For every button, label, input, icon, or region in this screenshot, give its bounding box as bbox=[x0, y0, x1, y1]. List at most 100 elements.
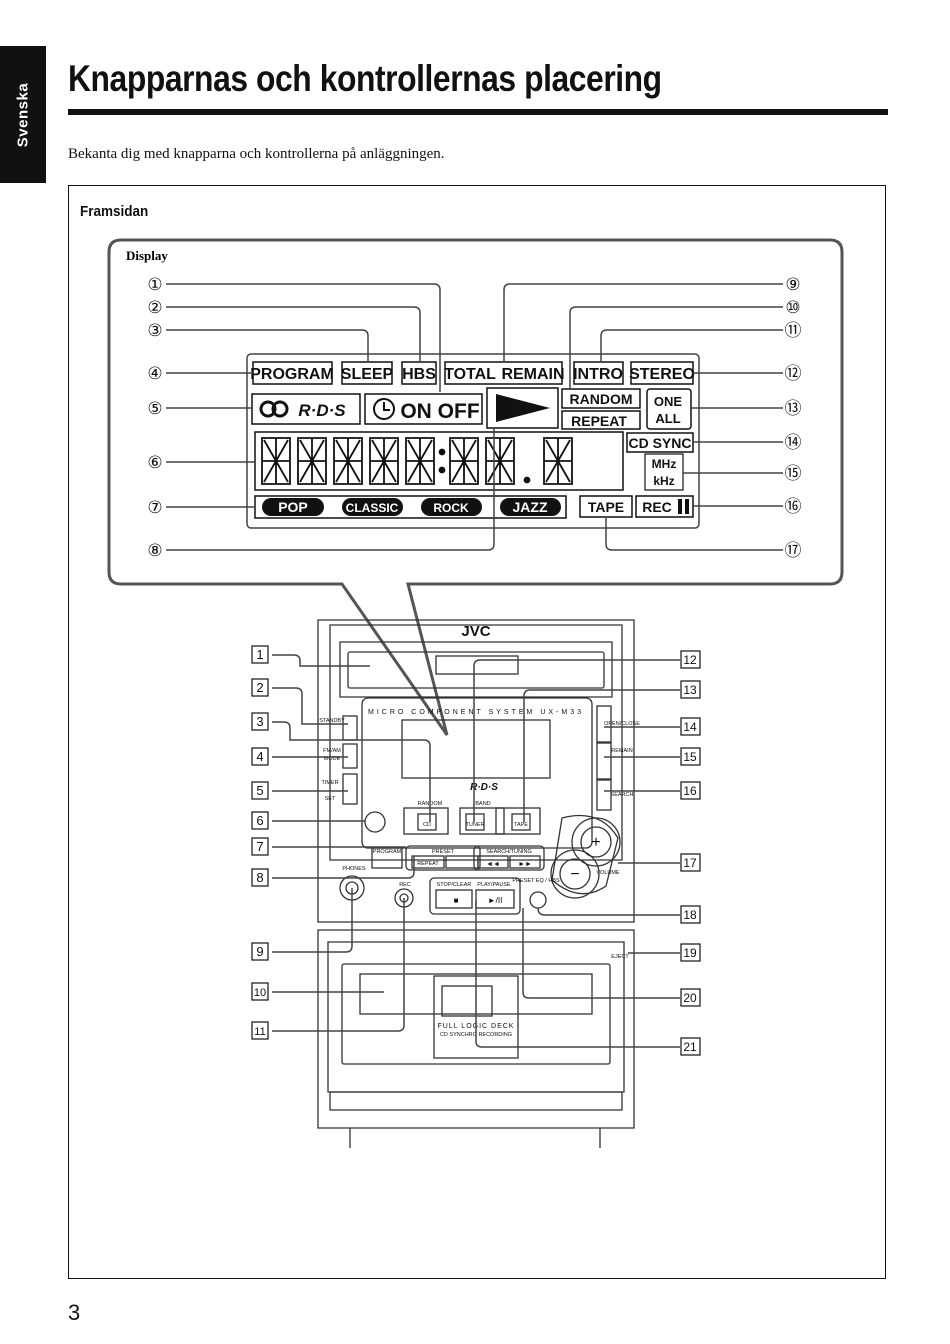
label-eject: EJECT bbox=[611, 954, 629, 960]
indicator-khz: kHz bbox=[653, 474, 674, 488]
callout-u12: 12 bbox=[683, 653, 697, 667]
display-row-bottom: POP CLASSIC ROCK JAZZ TAPE REC bbox=[254, 495, 694, 519]
label-open-close: OPEN/CLOSE bbox=[604, 721, 640, 727]
unit-callout-numbers: 1 2 3 4 5 6 7 8 9 10 11 12 13 14 15 16 1… bbox=[254, 647, 697, 1054]
indicator-all: ALL bbox=[655, 411, 680, 426]
page-title: Knapparnas och kontrollernas placering bbox=[68, 58, 662, 99]
label-remain: REMAIN bbox=[611, 748, 632, 754]
callout-u1: 1 bbox=[256, 647, 263, 662]
label-stop-clear: STOP/CLEAR bbox=[437, 882, 472, 888]
display-row-top: PROGRAM SLEEP HBS TOTAL REMAIN INTRO STE… bbox=[250, 361, 695, 385]
callout-u5: 5 bbox=[256, 783, 263, 798]
callout-d9: ⑨ bbox=[785, 275, 800, 294]
callout-d12: ⑫ bbox=[785, 364, 802, 383]
rds-logo-icon bbox=[259, 400, 289, 418]
prev-icon: ◄◄ bbox=[486, 861, 500, 868]
label-repeat: REPEAT bbox=[417, 861, 439, 867]
play-pause-icon: ►/II bbox=[488, 896, 503, 905]
label-volume: VOLUME bbox=[596, 870, 620, 876]
callout-d5: ⑤ bbox=[147, 399, 162, 418]
indicator-on-off: ON OFF bbox=[400, 400, 479, 423]
section-title: Framsidan bbox=[80, 203, 149, 220]
callout-u6: 6 bbox=[256, 813, 263, 828]
indicator-jazz: JAZZ bbox=[513, 499, 548, 515]
unit-leader-lines bbox=[272, 654, 680, 1048]
indicator-cd-sync: CD SYNC bbox=[628, 435, 691, 451]
callout-u9: 9 bbox=[256, 944, 263, 959]
label-set: SET bbox=[325, 796, 336, 802]
stop-icon: ■ bbox=[454, 896, 459, 905]
indicator-stereo: STEREO bbox=[629, 366, 695, 383]
volume-up-icon: + bbox=[591, 834, 600, 851]
callout-d6: ⑥ bbox=[147, 453, 162, 472]
callout-d2: ② bbox=[147, 298, 162, 317]
clock-icon bbox=[373, 398, 395, 420]
callout-u11: 11 bbox=[254, 1026, 265, 1038]
indicator-sleep: SLEEP bbox=[341, 366, 394, 383]
unit-model: MICRO COMPONENT SYSTEM UX-M33 bbox=[368, 709, 584, 716]
callout-u7: 7 bbox=[256, 839, 263, 854]
intro-text: Bekanta dig med knapparna och kontroller… bbox=[68, 146, 445, 162]
callout-d16: ⑯ bbox=[785, 497, 802, 516]
callout-d15: ⑮ bbox=[785, 464, 802, 483]
callout-d10: ⑩ bbox=[785, 298, 800, 317]
label-play-pause: PLAY/PAUSE bbox=[477, 882, 511, 888]
content-frame bbox=[68, 185, 886, 1279]
unit-callout-boxes bbox=[251, 645, 701, 1056]
label-rec: REC bbox=[399, 882, 411, 888]
label-preset-eq: PRESET EQ / HBS bbox=[512, 878, 560, 884]
callout-d7: ⑦ bbox=[147, 498, 162, 517]
callout-u3: 3 bbox=[256, 714, 263, 729]
indicator-random: RANDOM bbox=[570, 391, 633, 407]
next-icon: ►► bbox=[518, 861, 532, 868]
label-cd: CD bbox=[423, 822, 431, 828]
callout-d17: ⑰ bbox=[785, 541, 802, 560]
label-standby: STANDBY bbox=[319, 718, 345, 724]
callout-u21: 21 bbox=[683, 1040, 697, 1054]
label-search-tuning: SEARCH/TUNING bbox=[486, 849, 532, 855]
callout-u13: 13 bbox=[683, 683, 697, 697]
language-tab: Svenska bbox=[0, 46, 46, 183]
label-phones: PHONES bbox=[342, 866, 366, 872]
callout-u19: 19 bbox=[683, 946, 697, 960]
label-rds: R·D·S bbox=[470, 782, 498, 793]
label-fm-am: FM/AM bbox=[323, 748, 341, 754]
callout-d14: ⑭ bbox=[785, 433, 802, 452]
volume-down-icon: − bbox=[570, 866, 579, 883]
unit-brand: JVC bbox=[461, 623, 490, 640]
label-band: BAND bbox=[475, 801, 490, 807]
display-row-right: CD SYNC MHz kHz bbox=[626, 432, 694, 491]
display-leader-lines bbox=[166, 283, 783, 551]
indicator-remain: REMAIN bbox=[501, 366, 564, 383]
callout-u14: 14 bbox=[683, 720, 697, 734]
callout-u8: 8 bbox=[256, 870, 263, 885]
indicator-rds: R·D·S bbox=[298, 401, 346, 420]
unit-drawing bbox=[317, 619, 635, 1148]
label-tape: TAPE bbox=[514, 822, 528, 828]
callout-u2: 2 bbox=[256, 680, 263, 695]
indicator-tape: TAPE bbox=[588, 499, 624, 515]
callout-u20: 20 bbox=[683, 991, 697, 1005]
label-tuner: TUNER bbox=[466, 822, 485, 828]
display-callout-numbers: ① ② ③ ④ ⑤ ⑥ ⑦ ⑧ ⑨ ⑩ ⑪ ⑫ ⑬ ⑭ ⑮ ⑯ ⑰ bbox=[147, 275, 801, 560]
indicator-classic: CLASSIC bbox=[346, 501, 399, 515]
display-row-two: R·D·S ON OFF RANDOM REPEAT ONE ALL bbox=[251, 387, 692, 430]
page-number: 3 bbox=[68, 1300, 81, 1325]
callout-d11: ⑪ bbox=[785, 321, 802, 340]
indicator-rec: REC bbox=[642, 499, 672, 515]
indicator-pop: POP bbox=[278, 499, 308, 515]
callout-u16: 16 bbox=[683, 784, 697, 798]
display-callout-outline bbox=[107, 238, 844, 736]
callout-d13: ⑬ bbox=[785, 399, 802, 418]
title-rule bbox=[68, 109, 888, 115]
callout-u18: 18 bbox=[683, 908, 697, 922]
display-label: Display bbox=[126, 248, 168, 263]
label-search: SEARCH bbox=[611, 792, 634, 798]
callout-u17: 17 bbox=[683, 856, 697, 870]
label-mode: MODE bbox=[324, 756, 341, 762]
indicator-program: PROGRAM bbox=[250, 366, 334, 383]
display-panel bbox=[246, 353, 700, 529]
indicator-mhz: MHz bbox=[652, 457, 677, 471]
label-program: PROGRAM bbox=[373, 849, 402, 855]
